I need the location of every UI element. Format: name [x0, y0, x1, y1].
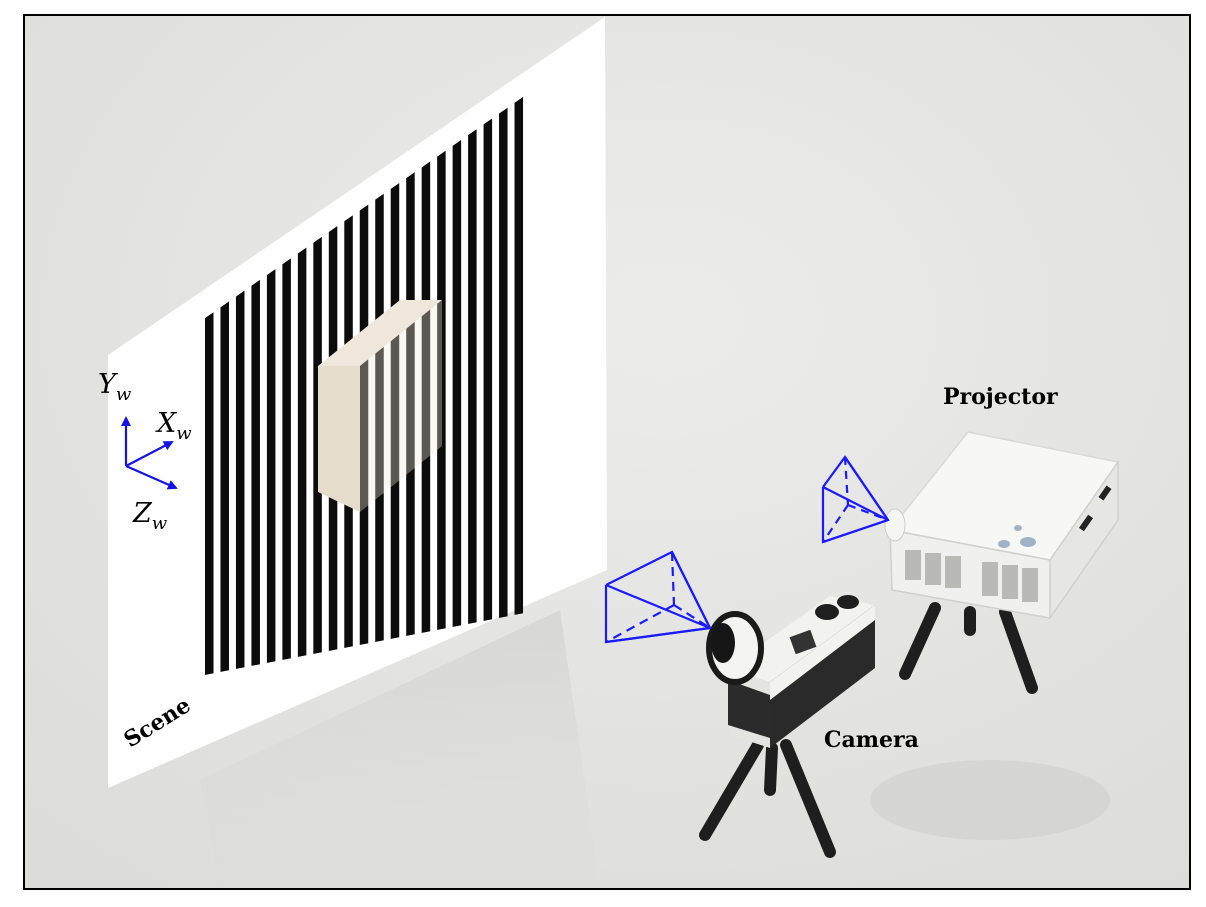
- fringe-stripe: [297, 247, 307, 657]
- board-shadow: [200, 610, 600, 889]
- projector-frustum: [821, 455, 890, 544]
- fringe-stripe: [220, 301, 229, 672]
- camera-tripod: [699, 739, 836, 858]
- x-axis-arrow: [125, 441, 174, 467]
- camera: [706, 595, 875, 748]
- camera-frustum: [604, 550, 712, 644]
- fringe-stripe: [390, 182, 400, 639]
- fringe-pattern: [205, 96, 524, 675]
- fringe-stripe: [251, 279, 260, 666]
- fringe-stripe: [205, 312, 214, 675]
- fringe-stripe: [282, 258, 291, 660]
- fringe-stripe: [468, 129, 477, 624]
- fringe-stripe: [421, 161, 431, 633]
- fringe-stripe: [359, 204, 369, 645]
- fringe-stripe: [235, 290, 245, 669]
- projector-label: Projector: [943, 384, 1058, 410]
- world-axes: [121, 416, 178, 490]
- fringe-stripe: [483, 118, 493, 621]
- fringe-stripe: [266, 269, 276, 663]
- camera-shadow: [870, 760, 1110, 840]
- fringe-stripe: [313, 236, 322, 654]
- z-axis-label: Zw: [132, 498, 168, 534]
- fringe-stripe: [452, 139, 462, 627]
- fringe-stripe: [406, 172, 415, 636]
- fringe-stripe: [375, 193, 384, 642]
- projector-tripod: [899, 602, 1038, 694]
- projector: [884, 431, 1120, 621]
- figure-border: [23, 14, 1191, 890]
- y-axis-label: Yw: [98, 369, 132, 405]
- x-axis-label: Xw: [155, 408, 192, 444]
- box-object: [318, 300, 442, 512]
- fringe-stripe: [499, 107, 508, 618]
- fringe-stripe: [514, 96, 524, 616]
- z-axis-arrow: [125, 464, 178, 490]
- fringe-stripe: [437, 150, 446, 630]
- camera-label: Camera: [824, 727, 919, 753]
